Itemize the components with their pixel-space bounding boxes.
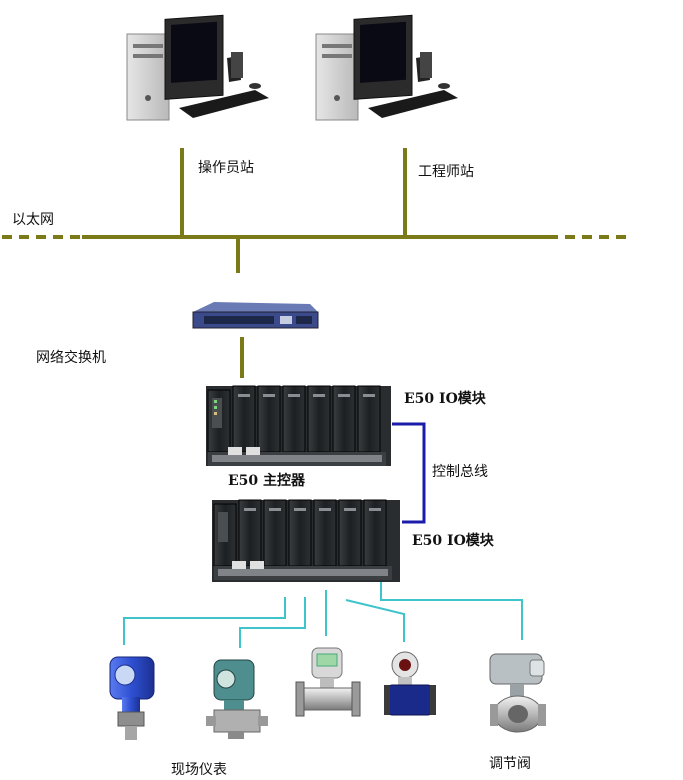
- ethernet-label: 以太网: [12, 212, 54, 228]
- field-instruments-label: 现场仪表: [171, 762, 227, 778]
- electromagnetic-flowmeter-icon: [384, 651, 436, 716]
- e50-io-module-top-label: E50 IO模块: [404, 390, 487, 407]
- operator-station-computer-icon: [126, 14, 269, 121]
- control-valve-label: 调节阀: [489, 756, 531, 772]
- field-wiring: [123, 582, 523, 648]
- e50-io-rack-icon: [212, 499, 400, 582]
- flow-meter-icon: [295, 647, 361, 717]
- engineer-station-computer-icon: [315, 14, 458, 121]
- pressure-transmitter-icon: [109, 656, 155, 740]
- e50-io-module-bottom-label: E50 IO模块: [412, 532, 495, 549]
- control-bus-line: [392, 422, 426, 524]
- differential-pressure-transmitter-icon: [206, 659, 268, 739]
- e50-controller-rack-icon: [206, 385, 391, 466]
- operator-station-label: 操作员站: [198, 160, 254, 176]
- network-switch-icon: [192, 302, 319, 329]
- control-bus-label: 控制总线: [432, 464, 488, 480]
- network-switch-label: 网络交换机: [36, 349, 106, 366]
- engineer-station-label: 工程师站: [418, 164, 474, 180]
- control-valve-icon: [489, 653, 546, 733]
- ethernet-bus: [2, 148, 630, 378]
- e50-main-controller-label: E50 主控器: [228, 472, 306, 489]
